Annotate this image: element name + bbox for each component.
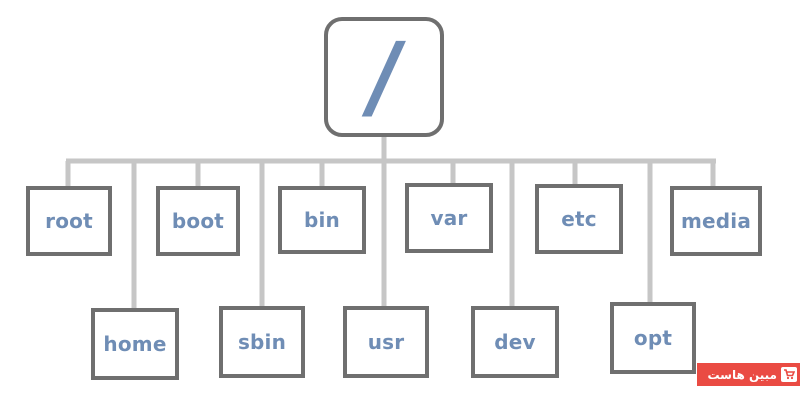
node-bin: bin bbox=[278, 186, 366, 254]
node-media-label: media bbox=[680, 209, 752, 233]
node-dev: dev bbox=[471, 306, 559, 378]
node-usr: usr bbox=[343, 306, 429, 378]
root-directory-label: / bbox=[359, 23, 409, 130]
node-sbin: sbin bbox=[219, 306, 305, 378]
node-dev-label: dev bbox=[494, 330, 536, 354]
node-root: root bbox=[26, 186, 112, 256]
node-media: media bbox=[670, 186, 762, 256]
node-bin-label: bin bbox=[303, 208, 340, 232]
node-var-label: var bbox=[430, 206, 468, 230]
node-etc-label: etc bbox=[561, 207, 597, 231]
cart-icon bbox=[781, 367, 797, 382]
node-sbin-label: sbin bbox=[237, 330, 287, 354]
node-etc: etc bbox=[535, 184, 623, 254]
node-opt: opt bbox=[610, 302, 696, 374]
node-usr-label: usr bbox=[367, 330, 405, 354]
node-home: home bbox=[91, 308, 179, 380]
logo-text: مبین هاست bbox=[707, 367, 777, 382]
node-opt-label: opt bbox=[633, 326, 673, 350]
root-directory-node: / bbox=[324, 17, 444, 137]
node-root-label: root bbox=[45, 209, 93, 233]
node-var: var bbox=[405, 183, 493, 253]
node-boot: boot bbox=[156, 186, 240, 256]
mobinhost-logo: مبین هاست bbox=[697, 363, 800, 386]
node-boot-label: boot bbox=[171, 209, 225, 233]
node-home-label: home bbox=[103, 332, 167, 356]
